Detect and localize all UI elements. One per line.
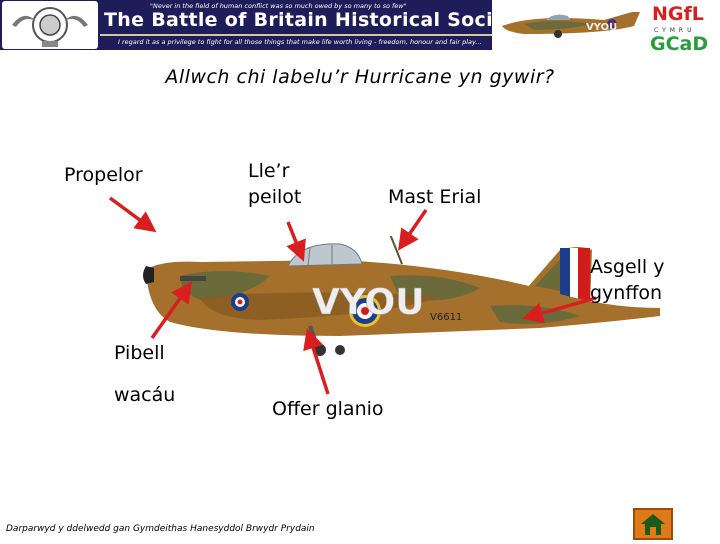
label-exhaust-line1: Pibell [114, 342, 165, 364]
label-aerial: Mast Erial [388, 186, 482, 208]
label-tail-line1: Asgell y [590, 256, 665, 278]
banner-quote-bottom: I regard it as a privilege to fight for … [118, 38, 482, 46]
question-heading: Allwch chi labelu’r Hurricane yn gywir? [165, 66, 555, 88]
logo-line2: CYMRU [654, 27, 696, 34]
label-tail-line2: gynffon [590, 282, 663, 304]
label-cockpit-line1: Lle’r [248, 160, 290, 182]
logo-line3: GCaD [650, 33, 708, 52]
thumbnail-plane-code: VYOU [586, 22, 617, 33]
ngfl-cymru-logo: NGfL CYMRU GCaD [648, 0, 720, 55]
plane-code-letters: VYOU [312, 282, 424, 323]
logo-line1: NGfL [652, 3, 704, 25]
banner-quote-top: "Never in the field of human conflict wa… [150, 2, 407, 10]
society-crest-icon [2, 1, 98, 49]
home-icon [633, 508, 673, 540]
banner-stripe [100, 34, 492, 36]
plane-serial: V6611 [430, 312, 462, 323]
label-landing-gear: Offer glanio [272, 398, 384, 420]
society-banner: "Never in the field of human conflict wa… [0, 0, 492, 50]
arrow-propelor [108, 196, 157, 233]
label-cockpit-line2: peilot [248, 186, 302, 208]
label-propelor: Propelor [64, 164, 143, 186]
label-exhaust-line2: wacáu [114, 384, 176, 406]
banner-title: The Battle of Britain Historical Society [104, 9, 492, 31]
home-button[interactable] [633, 508, 673, 540]
image-credit: Darparwyd y ddelwedd gan Gymdeithas Hane… [6, 524, 315, 534]
hurricane-thumbnail-icon: VYOU [494, 0, 644, 48]
